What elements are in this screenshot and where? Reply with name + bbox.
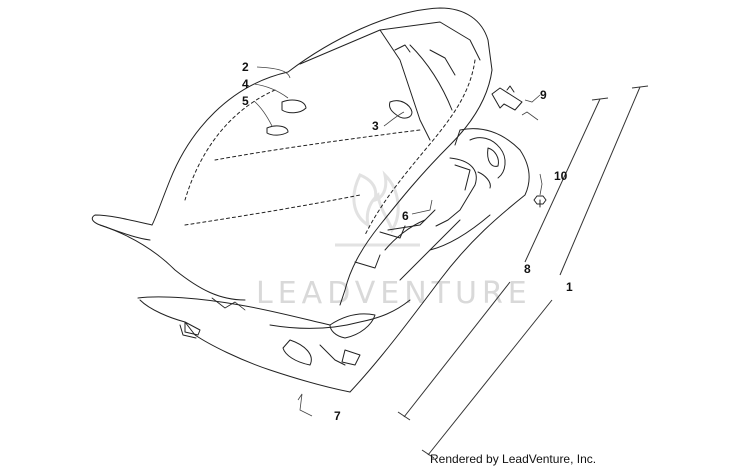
leader-lines (253, 66, 543, 417)
assembly-bracket-1 (421, 85, 649, 459)
callout-labels: 1 2 3 4 5 6 7 8 9 10 (242, 60, 573, 423)
callout-10: 10 (554, 169, 568, 183)
callout-6: 6 (402, 209, 409, 223)
seat-drawing (91, 7, 547, 393)
watermark-text: LEADVENTURE (256, 276, 532, 311)
callout-8: 8 (524, 262, 531, 276)
callout-4: 4 (242, 77, 249, 91)
rendered-by-credit: Rendered by LeadVenture, Inc. (430, 452, 597, 466)
callout-7: 7 (334, 409, 341, 423)
callout-2: 2 (242, 60, 249, 74)
assembly-bracket-8 (397, 97, 609, 421)
callout-1: 1 (566, 280, 573, 294)
callout-5: 5 (242, 94, 249, 108)
watermark-logo (335, 170, 420, 247)
callout-9: 9 (540, 88, 547, 102)
callout-3: 3 (372, 119, 379, 133)
